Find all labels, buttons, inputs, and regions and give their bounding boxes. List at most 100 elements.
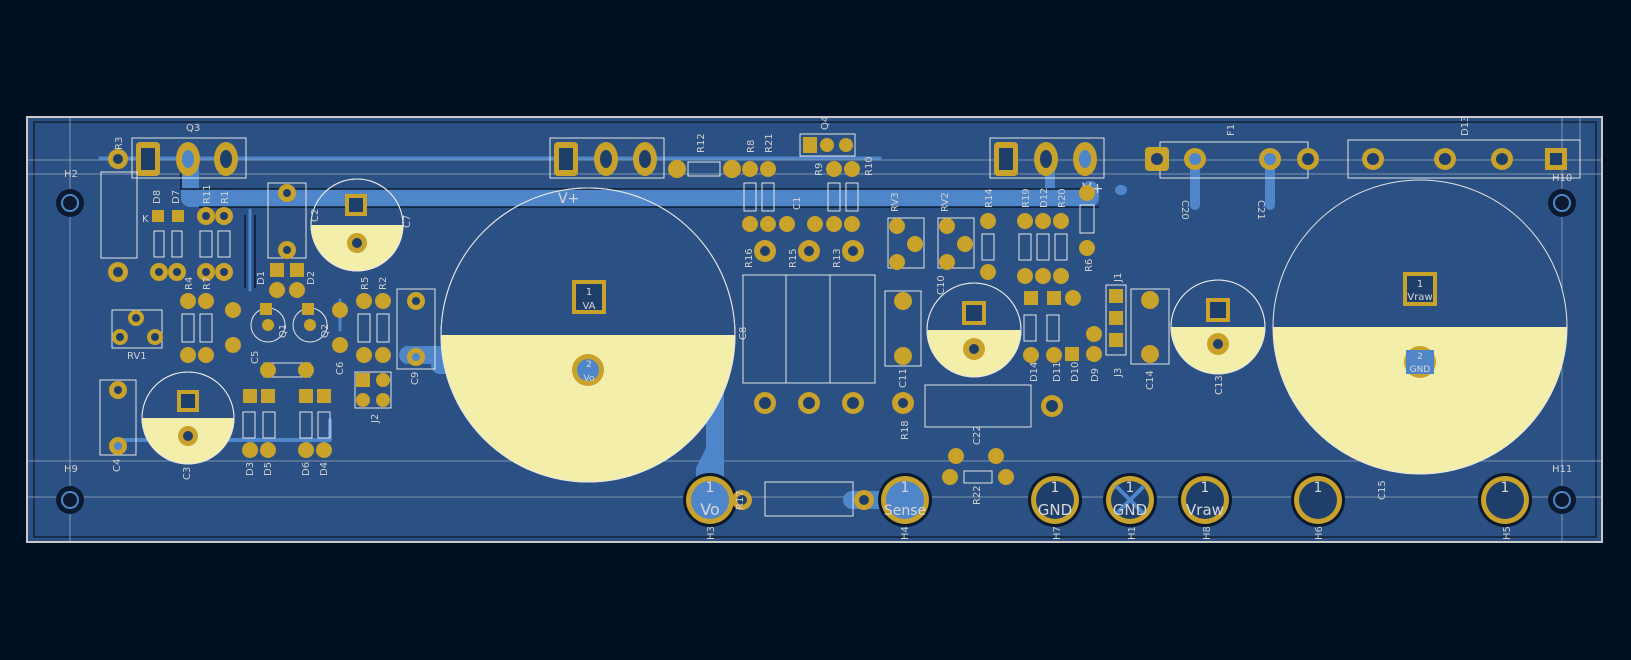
bridge-D13: D13 <box>1347 116 1581 179</box>
svg-text:RV2: RV2 <box>940 192 951 212</box>
svg-text:1: 1 <box>1201 480 1210 496</box>
board-keepout <box>33 121 1597 538</box>
svg-text:H2: H2 <box>64 169 78 180</box>
svg-text:R8: R8 <box>746 140 757 153</box>
svg-text:C6: C6 <box>335 362 346 375</box>
terminal-H1: 1 GND H1 <box>1103 473 1157 540</box>
svg-text:R21: R21 <box>764 133 775 153</box>
svg-text:D11: D11 <box>1052 362 1063 382</box>
regulator-top-left: Q3 <box>131 123 247 179</box>
svg-text:D8: D8 <box>152 190 163 204</box>
capacitor-c8-big: 1 VA 2 Vo V+ C8 <box>440 187 749 483</box>
svg-text:C14: C14 <box>1145 370 1156 390</box>
hole-H2: H2 <box>56 169 84 217</box>
svg-text:R16: R16 <box>744 248 755 268</box>
svg-text:H1: H1 <box>1127 526 1138 540</box>
svg-text:D9: D9 <box>1090 368 1101 382</box>
svg-text:VA: VA <box>582 301 595 312</box>
hole-H11: H11 <box>1548 464 1576 514</box>
svg-text:R17: R17 <box>735 490 746 510</box>
svg-text:R12: R12 <box>696 133 707 153</box>
svg-text:H7: H7 <box>1052 526 1063 540</box>
svg-text:C11: C11 <box>898 368 909 388</box>
svg-text:Q2: Q2 <box>320 324 331 338</box>
svg-text:R14: R14 <box>984 188 995 208</box>
svg-text:1: 1 <box>1501 480 1510 496</box>
svg-text:C7: C7 <box>402 215 413 228</box>
svg-text:F1: F1 <box>1226 124 1237 136</box>
svg-text:1: 1 <box>1417 279 1423 290</box>
svg-text:D5: D5 <box>263 462 274 476</box>
hole-H9: H9 <box>56 464 84 514</box>
svg-text:D7: D7 <box>171 190 182 204</box>
svg-text:Q1: Q1 <box>278 324 289 338</box>
svg-text:2: 2 <box>586 360 592 370</box>
terminal-H6: 1 H6 <box>1291 473 1345 540</box>
svg-text:D13: D13 <box>1460 116 1471 136</box>
svg-text:D4: D4 <box>319 462 330 476</box>
svg-text:1: 1 <box>1051 480 1060 496</box>
svg-text:R15: R15 <box>788 248 799 268</box>
svg-text:C21: C21 <box>1255 200 1266 220</box>
svg-text:C3: C3 <box>182 467 193 480</box>
svg-text:H8: H8 <box>1202 526 1213 540</box>
terminal-H5: 1 H5 <box>1478 473 1532 540</box>
svg-text:H3: H3 <box>706 526 717 540</box>
terminal-pads[interactable]: 1 Vo H3 1 Sense H4 1 GND H7 1 GND H1 1 V… <box>683 473 1532 540</box>
svg-text:J3: J3 <box>1113 368 1124 378</box>
svg-text:C13: C13 <box>1214 375 1225 395</box>
svg-text:H9: H9 <box>64 464 78 475</box>
hole-H10: H10 <box>1548 173 1576 217</box>
svg-text:Vo: Vo <box>700 500 720 519</box>
svg-text:C5: C5 <box>250 351 261 364</box>
fuse-F1: F1 C20 C21 <box>1145 124 1319 220</box>
terminal-H4: 1 Sense H4 <box>878 473 932 540</box>
svg-text:R1: R1 <box>220 191 231 204</box>
svg-text:R7: R7 <box>202 277 213 290</box>
svg-text:GND: GND <box>1113 501 1147 519</box>
capacitor-c7: C7 <box>310 178 413 272</box>
svg-text:Vraw: Vraw <box>1407 292 1432 303</box>
capacitor-c13: C13 <box>1170 279 1266 395</box>
svg-text:1: 1 <box>1126 480 1135 496</box>
svg-text:R13: R13 <box>832 248 843 268</box>
terminal-H3: 1 Vo H3 <box>683 473 737 540</box>
svg-text:D10: D10 <box>1070 362 1081 382</box>
svg-text:Sense: Sense <box>884 503 926 519</box>
svg-text:R11: R11 <box>202 184 213 204</box>
svg-text:Vo: Vo <box>584 374 595 384</box>
svg-text:R3: R3 <box>114 137 125 150</box>
svg-text:C1: C1 <box>792 197 803 210</box>
svg-text:C2: C2 <box>310 209 321 222</box>
svg-text:D3: D3 <box>245 462 256 476</box>
capacitor-c10: C10 <box>926 275 1022 378</box>
svg-text:C9: C9 <box>410 372 421 385</box>
svg-text:R20: R20 <box>1057 188 1068 208</box>
svg-text:R18: R18 <box>900 420 911 440</box>
svg-text:C22: C22 <box>972 425 983 445</box>
svg-text:H6: H6 <box>1314 526 1325 540</box>
svg-text:R22: R22 <box>972 485 983 505</box>
svg-text:D14: D14 <box>1029 362 1040 382</box>
terminal-H7: 1 GND H7 <box>1028 473 1082 540</box>
svg-text:D2: D2 <box>306 271 317 285</box>
vplus-label-1: V+ <box>558 191 579 207</box>
svg-text:1: 1 <box>901 480 910 496</box>
resistor-R17: R17 <box>732 481 874 517</box>
svg-text:C10: C10 <box>936 275 947 295</box>
small-components: R3 D8 D7 K R11 R1 C2 D1 D2 RV1 <box>99 116 1170 505</box>
svg-text:RV3: RV3 <box>890 192 901 212</box>
regulator-top-mid <box>549 137 665 179</box>
svg-text:GND: GND <box>1410 365 1431 375</box>
svg-text:Vraw: Vraw <box>1186 501 1224 519</box>
svg-text:2: 2 <box>1417 352 1423 362</box>
svg-text:R10: R10 <box>864 156 875 176</box>
svg-text:J1: J1 <box>1113 273 1124 283</box>
svg-text:1: 1 <box>586 287 592 298</box>
svg-text:R19: R19 <box>1021 188 1032 208</box>
svg-text:H11: H11 <box>1552 464 1572 475</box>
svg-text:D1: D1 <box>256 271 267 285</box>
svg-text:RV1: RV1 <box>127 351 147 362</box>
svg-text:K: K <box>142 214 149 225</box>
